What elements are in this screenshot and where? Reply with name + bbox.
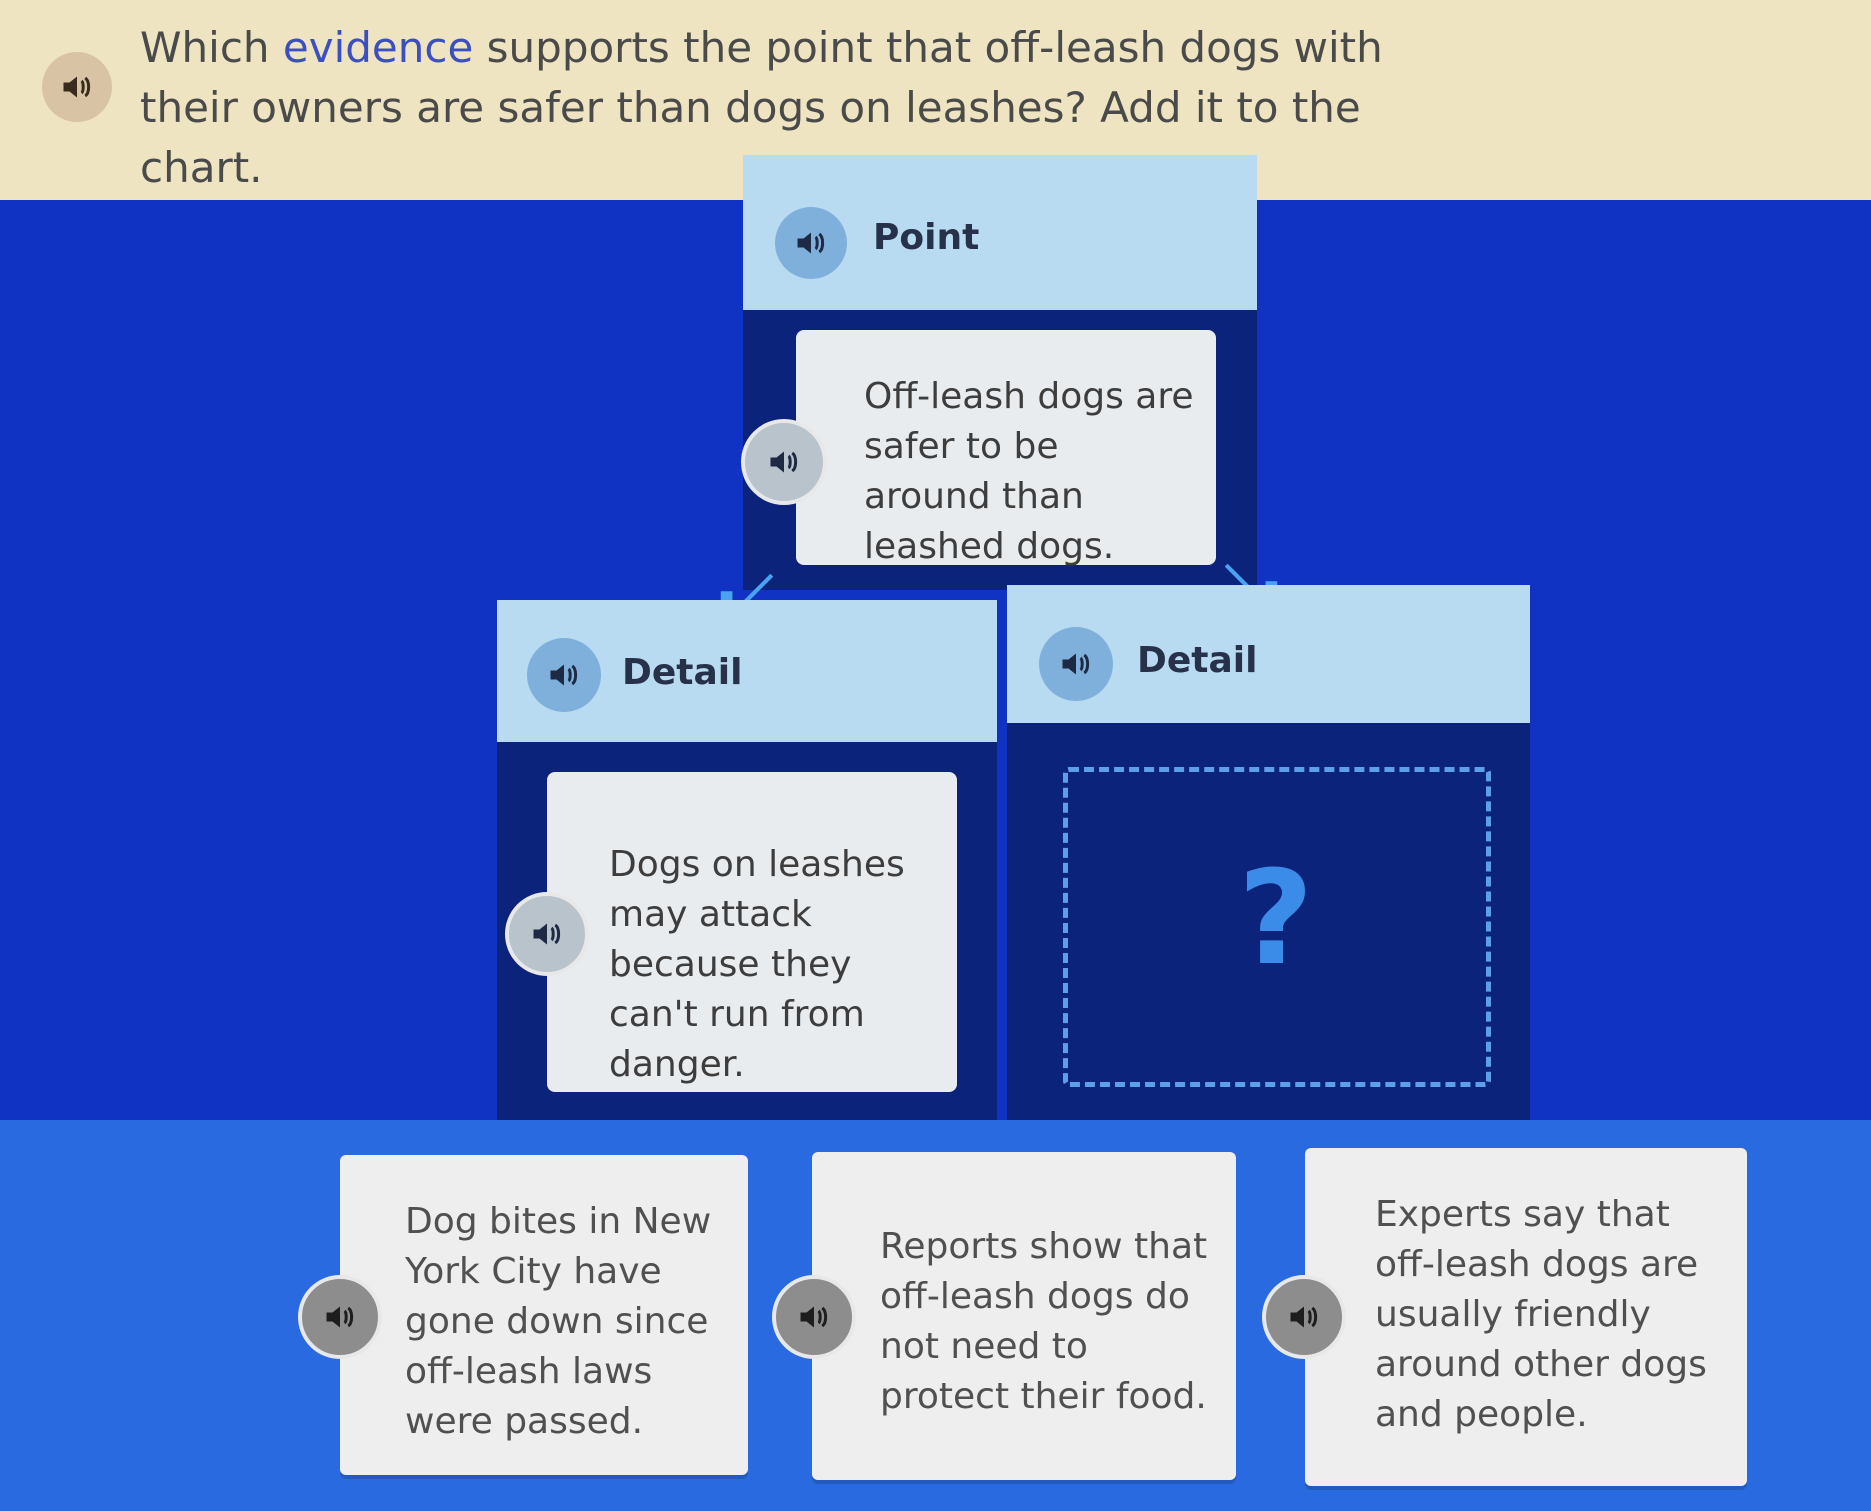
answer-card-3[interactable]: Experts say that off-leash dogs are usua… [1305, 1148, 1747, 1486]
detail-left-card-text: Dogs on leashes may attack because they … [609, 844, 905, 1085]
point-card-speaker-button[interactable] [741, 419, 827, 505]
detail-right-header-speaker-button[interactable] [1039, 627, 1113, 701]
speaker-icon [1062, 653, 1090, 675]
speaker-icon [770, 451, 798, 473]
answer-card-1-text: Dog bites in New York City have gone dow… [405, 1201, 712, 1442]
answer-card-3-speaker-button[interactable] [1262, 1275, 1346, 1359]
detail-left-header-speaker-button[interactable] [527, 638, 601, 712]
detail-left-header-label: Detail [622, 652, 743, 693]
speaker-icon [800, 1306, 828, 1328]
answer-card-1[interactable]: Dog bites in New York City have gone dow… [340, 1155, 748, 1475]
answer-card-2[interactable]: Reports show that off-leash dogs do not … [812, 1152, 1236, 1480]
detail-header-right: Detail [1007, 585, 1530, 723]
detail-left-card: Dogs on leashes may attack because they … [547, 772, 957, 1092]
speaker-icon [533, 923, 561, 945]
question-text: Which evidence supports the point that o… [140, 18, 1390, 198]
speaker-icon [63, 76, 91, 98]
answer-card-2-speaker-button[interactable] [772, 1275, 856, 1359]
question-post: supports the point that off-leash dogs w… [140, 23, 1383, 192]
speaker-icon [1290, 1306, 1318, 1328]
answer-card-1-speaker-button[interactable] [298, 1275, 382, 1359]
point-card: Off-leash dogs are safer to be around th… [796, 330, 1216, 567]
detail-left-card-speaker-button[interactable] [505, 892, 589, 976]
drop-zone-question-mark: ? [1238, 842, 1314, 994]
point-card-text: Off-leash dogs are safer to be around th… [864, 376, 1194, 567]
answer-card-2-text: Reports show that off-leash dogs do not … [880, 1226, 1208, 1417]
detail-right-header-label: Detail [1137, 640, 1258, 681]
detail-drop-zone[interactable]: ? [1063, 767, 1491, 1087]
speaker-icon [797, 232, 825, 254]
speaker-icon [326, 1306, 354, 1328]
answer-card-3-text: Experts say that off-leash dogs are usua… [1375, 1194, 1707, 1435]
detail-panel-right: Detail ? [1007, 585, 1530, 1125]
question-speaker-button[interactable] [42, 52, 112, 122]
detail-panel-left: Detail Dogs on leashes may attack becaus… [497, 600, 997, 1125]
point-panel: Point Off-leash dogs are safer to be aro… [741, 155, 1257, 590]
point-header: Point [743, 155, 1257, 310]
point-header-label: Point [873, 217, 980, 258]
point-header-speaker-button[interactable] [775, 207, 847, 279]
answer-bank: Dog bites in New York City have gone dow… [0, 1120, 1871, 1511]
question-pre: Which [140, 23, 283, 72]
speaker-icon [550, 664, 578, 686]
question-highlight-word[interactable]: evidence [282, 23, 474, 72]
detail-header-left: Detail [497, 600, 997, 742]
